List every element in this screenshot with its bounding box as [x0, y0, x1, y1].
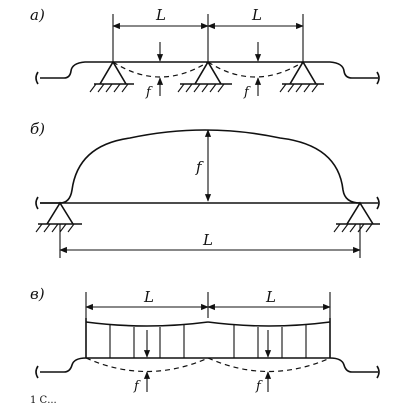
deflection-label-2: f: [255, 379, 263, 394]
break-mark: [35, 196, 39, 210]
panel-c: в) L L: [30, 285, 380, 394]
break-mark: [376, 196, 380, 210]
buckled-pipe-arch: [40, 129, 361, 204]
support-1: [89, 60, 134, 93]
span-label-1: L: [155, 6, 166, 24]
figure-caption: 1 С...: [30, 395, 57, 405]
deflection-label-1: f: [133, 379, 141, 394]
load-hatch: [109, 325, 307, 358]
span-label-2: L: [251, 6, 262, 24]
deflection-label-1: f: [145, 85, 153, 100]
pipe-outline: [40, 357, 378, 373]
span-label: L: [202, 231, 213, 249]
span-label-1: L: [143, 288, 154, 306]
break-mark: [376, 365, 380, 379]
break-mark: [376, 71, 380, 85]
deflected-shape: [207, 357, 331, 373]
load-curve: [85, 321, 209, 327]
panel-a-label: а): [30, 6, 45, 24]
deflected-shape: [207, 61, 304, 78]
break-mark: [35, 71, 39, 85]
deflection-label-2: f: [243, 85, 251, 100]
break-mark: [35, 365, 39, 379]
rise-label: f: [195, 158, 204, 176]
panel-b-label: б): [30, 120, 45, 138]
support-left: [35, 201, 82, 233]
support-2: [177, 60, 232, 93]
span-label-2: L: [265, 288, 276, 306]
load-curve: [207, 321, 331, 327]
support-right: [333, 201, 380, 233]
panel-a: а) L L: [30, 6, 380, 100]
panel-c-label: в): [30, 285, 45, 303]
panel-b: б) f L: [30, 120, 380, 258]
deflected-shape: [112, 61, 209, 78]
deflected-shape: [85, 357, 209, 373]
support-3: [279, 60, 324, 93]
